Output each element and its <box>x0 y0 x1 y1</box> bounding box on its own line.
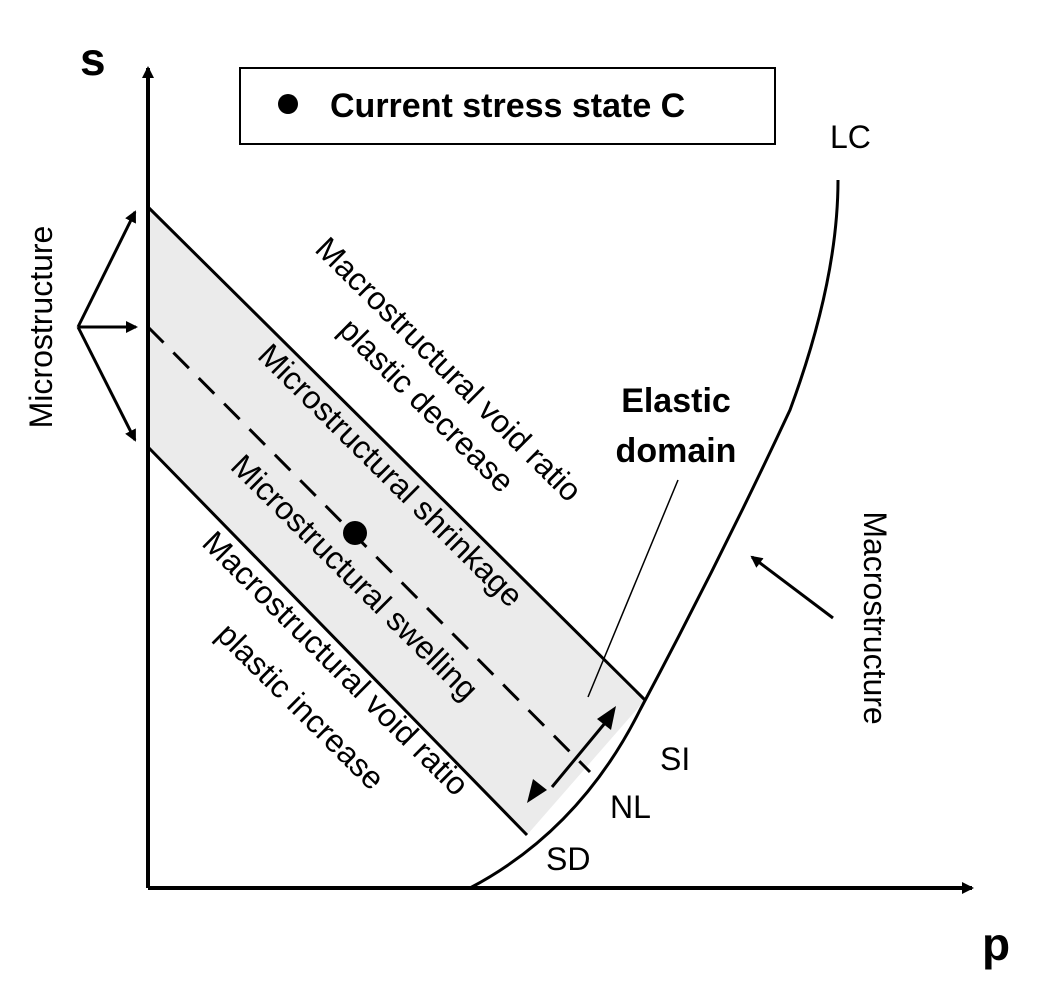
micro-arrow-down <box>76 326 137 442</box>
band-width-arrowhead-upper <box>597 706 616 730</box>
nl-label: NL <box>610 789 651 825</box>
macro-arrow <box>750 555 834 620</box>
elastic-domain-pointer <box>587 479 679 698</box>
lc-label: LC <box>830 119 871 155</box>
y-axis-label: s <box>80 33 106 85</box>
microstructure-label: Microstructure <box>23 226 59 429</box>
elastic-domain-label-line2: domain <box>616 432 737 470</box>
current-stress-state-point <box>343 521 367 545</box>
sd-label: SD <box>546 841 590 877</box>
elastic-band-fill <box>148 207 645 835</box>
si-label: SI <box>660 741 690 777</box>
band-width-arrow <box>550 716 612 788</box>
sd-line <box>146 445 529 837</box>
legend-text: Current stress state C <box>330 87 685 125</box>
si-line <box>146 205 647 702</box>
macrostructure-label: Macrostructure <box>857 511 893 724</box>
nl-line <box>146 325 592 774</box>
elastic-domain-label-line1: Elastic <box>621 382 731 420</box>
micro-arrow-up <box>76 210 137 328</box>
legend-marker-dot <box>278 94 298 114</box>
lc-curve <box>469 179 840 890</box>
legend-box <box>239 67 776 145</box>
band-width-arrowhead-lower <box>527 779 547 803</box>
x-axis-label: p <box>982 918 1010 970</box>
